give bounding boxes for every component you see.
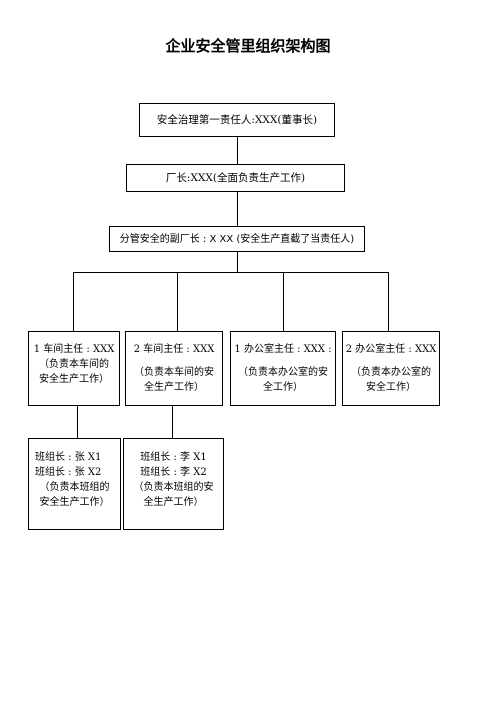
node-workshop1: 1 车间主任 : XXX （负责本车间的 安全生产工作） bbox=[28, 331, 120, 406]
connector-workshop2-team2 bbox=[172, 406, 173, 438]
node-office2-line2: （负责本办公室的 bbox=[351, 367, 431, 378]
node-workshop1-line2: （负责本车间的 bbox=[39, 359, 109, 370]
node-workshop2-line3: 全生产工作） bbox=[144, 382, 204, 393]
node-factory: 厂长:XXX(全面负责生产工作) bbox=[126, 164, 345, 192]
connector-deputy-bus bbox=[237, 252, 238, 272]
connector-workshop1-team1 bbox=[77, 406, 78, 438]
node-workshop1-line1: 1 车间主任 : XXX bbox=[33, 344, 115, 355]
node-workshop2: 2 车间主任 : XXX （负责本车间的安 全生产工作） bbox=[125, 331, 223, 406]
node-team2: 班组长 : 李 X1 班组长 : 李 X2 （负责本班组的安 全生产工作） bbox=[123, 438, 224, 530]
node-team2-line3: （负责本班组的安 bbox=[133, 482, 214, 493]
node-team1-line1: 班组长 : 张 X1 bbox=[35, 452, 102, 463]
node-office1-line3: 全工作） bbox=[263, 382, 303, 393]
node-top: 安全治理第一责任人:XXX(董事长) bbox=[139, 103, 335, 137]
chart-title: 企业安全管里组织架构图 bbox=[165, 37, 331, 55]
node-office1: 1 办公室主任 : XXX : （负责本办公室的安 全工作） bbox=[230, 331, 336, 406]
node-office2-line3: 安全工作） bbox=[366, 382, 416, 393]
node-deputy: 分管安全的副厂长 : X XX (安全生产直截了当责任人) bbox=[109, 226, 365, 252]
node-office1-line2: （负责本办公室的安 bbox=[238, 367, 328, 378]
node-factory-label: 厂长:XXX(全面负责生产工作) bbox=[165, 171, 306, 184]
node-workshop2-line2: （负责本车间的安 bbox=[134, 367, 214, 378]
node-team2-line4: 全生产工作） bbox=[143, 497, 204, 508]
connector-top-factory bbox=[237, 137, 238, 164]
node-workshop2-line1: 2 车间主任 : XXX bbox=[133, 344, 215, 355]
node-team1: 班组长 : 张 X1 班组长 : 张 X2 （负责本班组的 安全生产工作） bbox=[28, 438, 121, 530]
node-team2-line1: 班组长 : 李 X1 bbox=[140, 452, 207, 463]
node-office2-line1: 2 办公室主任 : XXX bbox=[345, 344, 437, 355]
node-top-label: 安全治理第一责任人:XXX(董事长) bbox=[156, 113, 318, 126]
node-workshop1-line3: 安全生产工作） bbox=[39, 374, 109, 385]
node-team1-line3: （负责本班组的 bbox=[39, 482, 110, 493]
connector-bus-office1 bbox=[283, 272, 284, 331]
node-team1-line4: 安全生产工作） bbox=[39, 497, 110, 508]
connector-bus-office2 bbox=[388, 272, 389, 331]
node-team2-line2: 班组长 : 李 X2 bbox=[140, 467, 207, 478]
node-office2: 2 办公室主任 : XXX （负责本办公室的 安全工作） bbox=[342, 331, 440, 406]
connector-bus bbox=[73, 272, 388, 273]
connector-bus-workshop1 bbox=[73, 272, 74, 331]
node-office1-line1: 1 办公室主任 : XXX : bbox=[234, 344, 332, 355]
connector-bus-workshop2 bbox=[177, 272, 178, 331]
node-team1-line2: 班组长 : 张 X2 bbox=[35, 467, 102, 478]
node-deputy-label: 分管安全的副厂长 : X XX (安全生产直截了当责任人) bbox=[119, 233, 355, 245]
connector-factory-deputy bbox=[237, 192, 238, 226]
